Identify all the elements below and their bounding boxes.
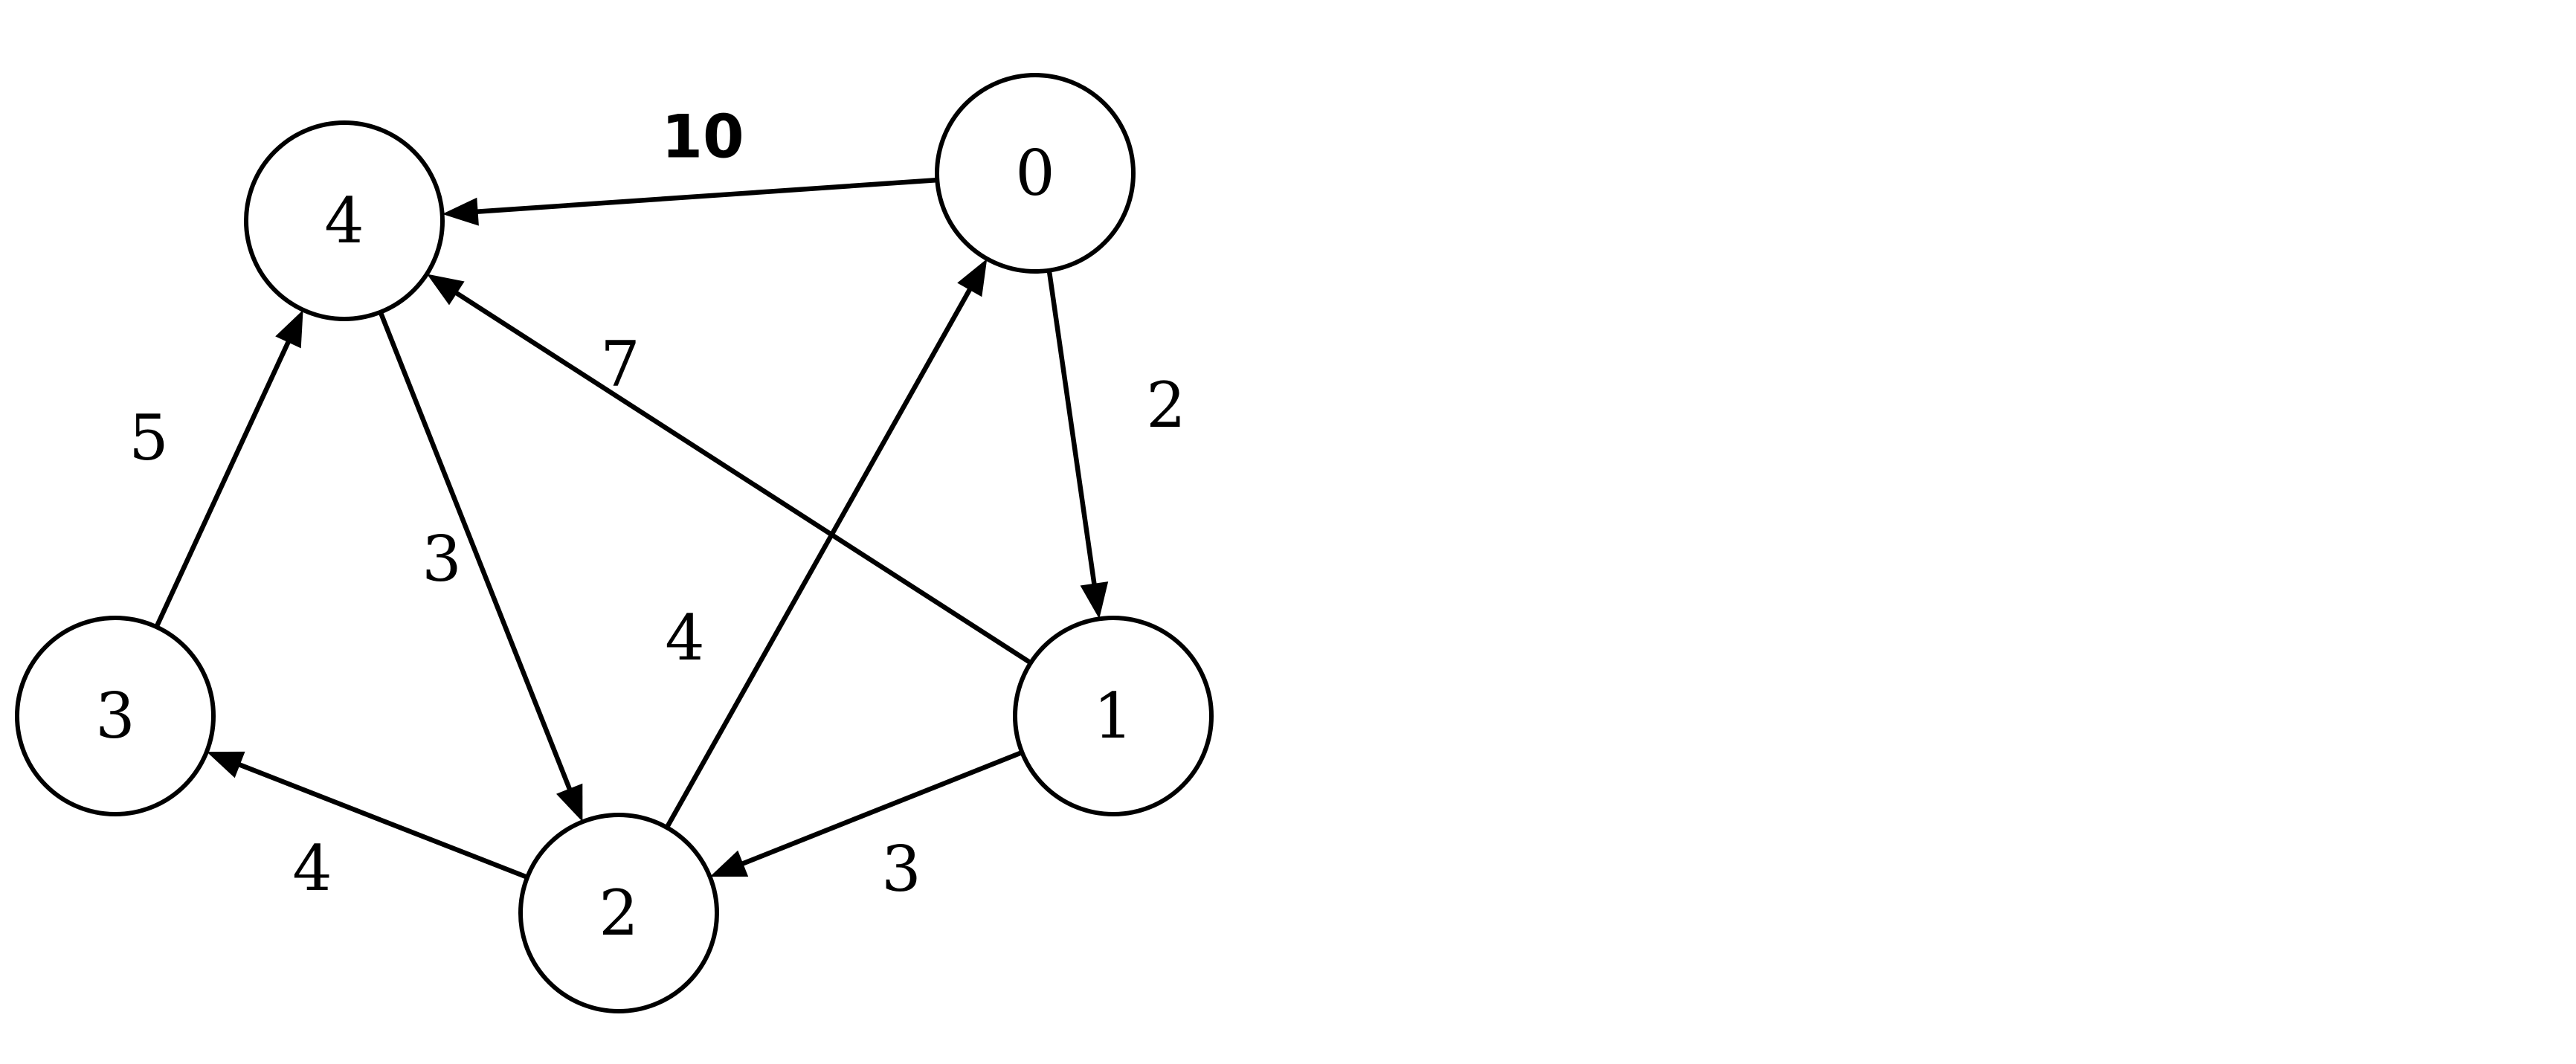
node-label: 2 — [599, 877, 638, 949]
arrowhead-icon — [556, 783, 583, 822]
edge-1-to-4 — [427, 274, 1032, 665]
edge-weight-1-to-2: 3 — [881, 833, 921, 906]
node-3: 3 — [15, 616, 216, 816]
edge-2-to-0 — [664, 259, 988, 829]
node-circle — [244, 120, 445, 321]
node-circle — [935, 73, 1136, 274]
node-label: 4 — [324, 184, 364, 257]
edge-weight-3-to-4: 5 — [129, 402, 168, 474]
node-4: 4 — [244, 120, 445, 321]
arrowhead-icon — [709, 850, 749, 877]
edge-0-to-1 — [1046, 270, 1109, 619]
node-label: 1 — [1093, 680, 1133, 752]
node-2: 2 — [518, 813, 719, 1013]
edge-1-to-2 — [709, 749, 1023, 877]
edge-2-to-3 — [206, 751, 529, 880]
edge-line — [453, 289, 1032, 665]
edge-0-to-4 — [442, 177, 938, 226]
node-1: 1 — [1013, 616, 1214, 816]
edges-layer — [154, 177, 1109, 880]
edge-3-to-4 — [154, 309, 303, 628]
arrowhead-icon — [957, 259, 988, 297]
edge-weight-0-to-1: 2 — [1146, 369, 1185, 442]
nodes-layer: 0 1 2 3 4 — [15, 73, 1214, 1013]
arrowhead-icon — [206, 751, 245, 778]
arrowhead-icon — [442, 197, 479, 226]
edge-weight-2-to-0: 4 — [665, 602, 704, 674]
arrowhead-icon — [275, 309, 303, 349]
edge-weight-4-to-2: 3 — [422, 523, 461, 596]
edge-line — [378, 311, 573, 793]
edge-4-to-2 — [378, 311, 583, 822]
edge-weight-0-to-4: 10 — [661, 103, 744, 172]
arrowhead-icon — [427, 274, 465, 306]
node-circle — [15, 616, 216, 816]
edge-weight-1-to-4: 7 — [600, 328, 640, 401]
node-0: 0 — [935, 73, 1136, 274]
edge-line — [474, 177, 938, 215]
edge-line — [236, 761, 529, 880]
edge-line — [1046, 270, 1098, 587]
node-circle — [1013, 616, 1214, 816]
node-circle — [518, 813, 719, 1013]
edge-line — [739, 749, 1023, 867]
edge-weight-2-to-3: 4 — [292, 832, 332, 905]
node-label: 0 — [1015, 137, 1054, 210]
node-label: 3 — [95, 680, 135, 752]
arrowhead-icon — [1080, 581, 1109, 619]
edge-line — [154, 338, 292, 628]
edge-line — [664, 286, 973, 829]
